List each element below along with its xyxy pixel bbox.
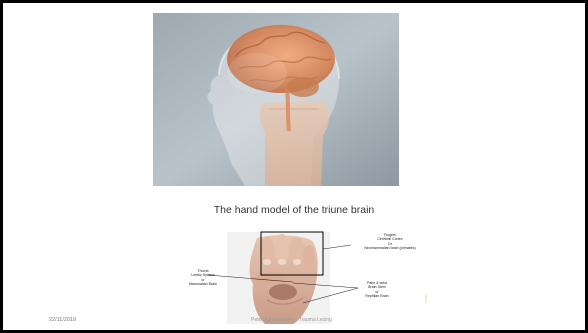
palm-annotation: Palm & wrist Brain Stem or Reptilian Bra… (355, 281, 399, 298)
slide: The hand model of the triune brain (3, 3, 585, 330)
footer-date: 22/11/2019 (49, 317, 76, 323)
footer-author: Peter Adriaenssens · Trauma Lezing (251, 317, 332, 323)
thumb-annotation: Thumb Limbic System or Mammalian Brain (181, 269, 225, 286)
slide-title: The hand model of the triune brain (3, 204, 585, 216)
fingers-annotation: Fingers Cerebral Cortex Or Neomammalian … (350, 233, 430, 250)
head-brain-photo (153, 13, 399, 186)
fist-photo (227, 232, 330, 324)
